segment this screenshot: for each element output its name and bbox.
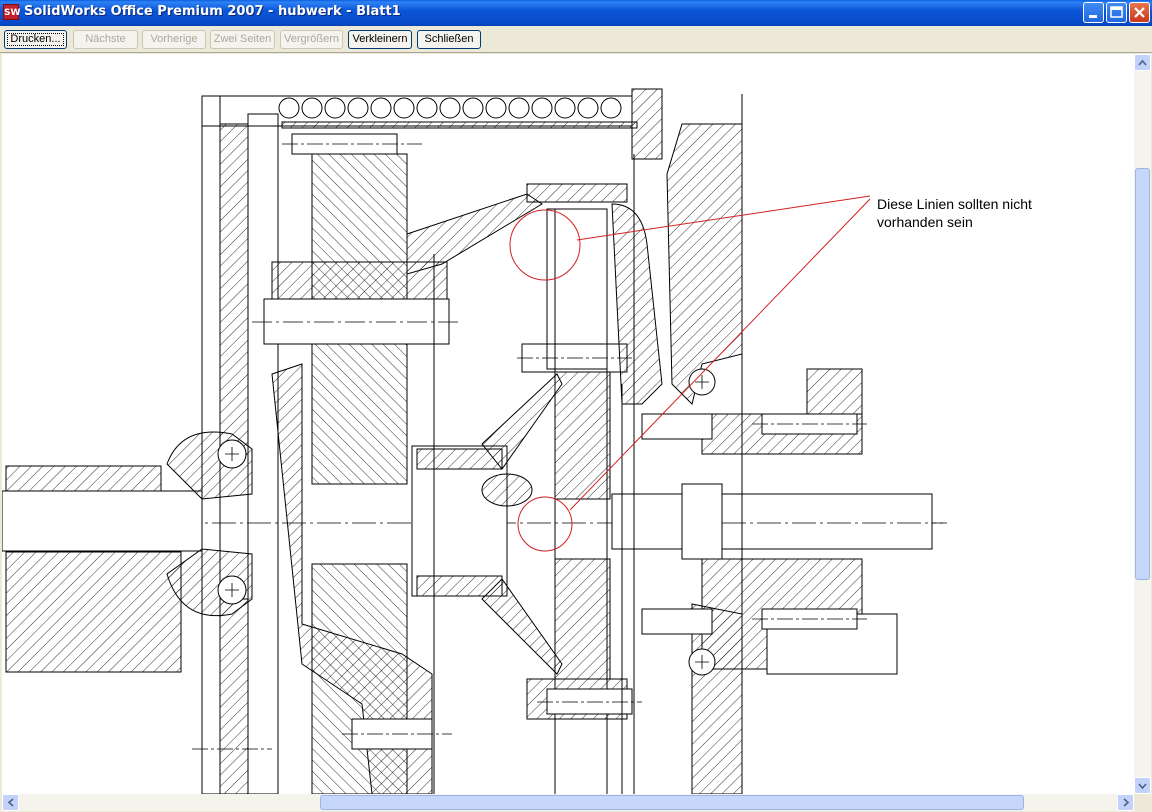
- minimize-icon: [1089, 15, 1097, 18]
- scroll-up-button[interactable]: [1134, 54, 1151, 71]
- close-preview-button[interactable]: Schließen: [417, 30, 481, 49]
- maximize-icon: [1110, 6, 1123, 18]
- horizontal-scroll-thumb[interactable]: [320, 795, 1024, 810]
- zoom-in-button[interactable]: Vergrößern: [280, 30, 343, 49]
- scroll-right-button[interactable]: [1117, 794, 1134, 811]
- vertical-scrollbar[interactable]: [1134, 54, 1151, 794]
- minimize-button[interactable]: [1083, 2, 1104, 23]
- vertical-scroll-thumb[interactable]: [1135, 168, 1150, 580]
- scrollbar-corner: [1134, 794, 1151, 811]
- print-button[interactable]: Drucken...: [4, 30, 67, 49]
- previous-page-button[interactable]: Vorherige: [142, 30, 206, 49]
- horizontal-scrollbar[interactable]: [2, 794, 1134, 811]
- maximize-button[interactable]: [1106, 2, 1127, 23]
- annotation-line-1: Diese Linien sollten nicht: [877, 196, 1032, 212]
- scroll-down-button[interactable]: [1134, 777, 1151, 794]
- chevron-right-icon: [1123, 798, 1130, 807]
- title-bar[interactable]: SW SolidWorks Office Premium 2007 - hubw…: [0, 0, 1152, 26]
- drawing-annotation-note: Diese Linien sollten nicht vorhanden sei…: [877, 195, 1117, 231]
- drawing-preview-area[interactable]: Diese Linien sollten nicht vorhanden sei…: [2, 54, 1134, 794]
- print-preview-toolbar: Drucken... Nächste Vorherige Zwei Seiten…: [0, 26, 1152, 53]
- zoom-out-button[interactable]: Verkleinern: [348, 30, 412, 49]
- chevron-left-icon: [7, 798, 14, 807]
- two-pages-button[interactable]: Zwei Seiten: [210, 30, 275, 49]
- chevron-down-icon: [1138, 783, 1147, 790]
- solidworks-app-icon[interactable]: SW: [3, 4, 20, 20]
- red-markup: [509, 195, 871, 552]
- scroll-left-button[interactable]: [2, 794, 19, 811]
- window-title: SolidWorks Office Premium 2007 - hubwerk…: [24, 4, 401, 19]
- close-window-button[interactable]: [1129, 2, 1150, 23]
- next-page-button[interactable]: Nächste: [73, 30, 138, 49]
- cad-section-drawing: [2, 88, 947, 794]
- chevron-up-icon: [1138, 59, 1147, 66]
- annotation-line-2: vorhanden sein: [877, 214, 973, 230]
- close-icon: [1134, 7, 1145, 18]
